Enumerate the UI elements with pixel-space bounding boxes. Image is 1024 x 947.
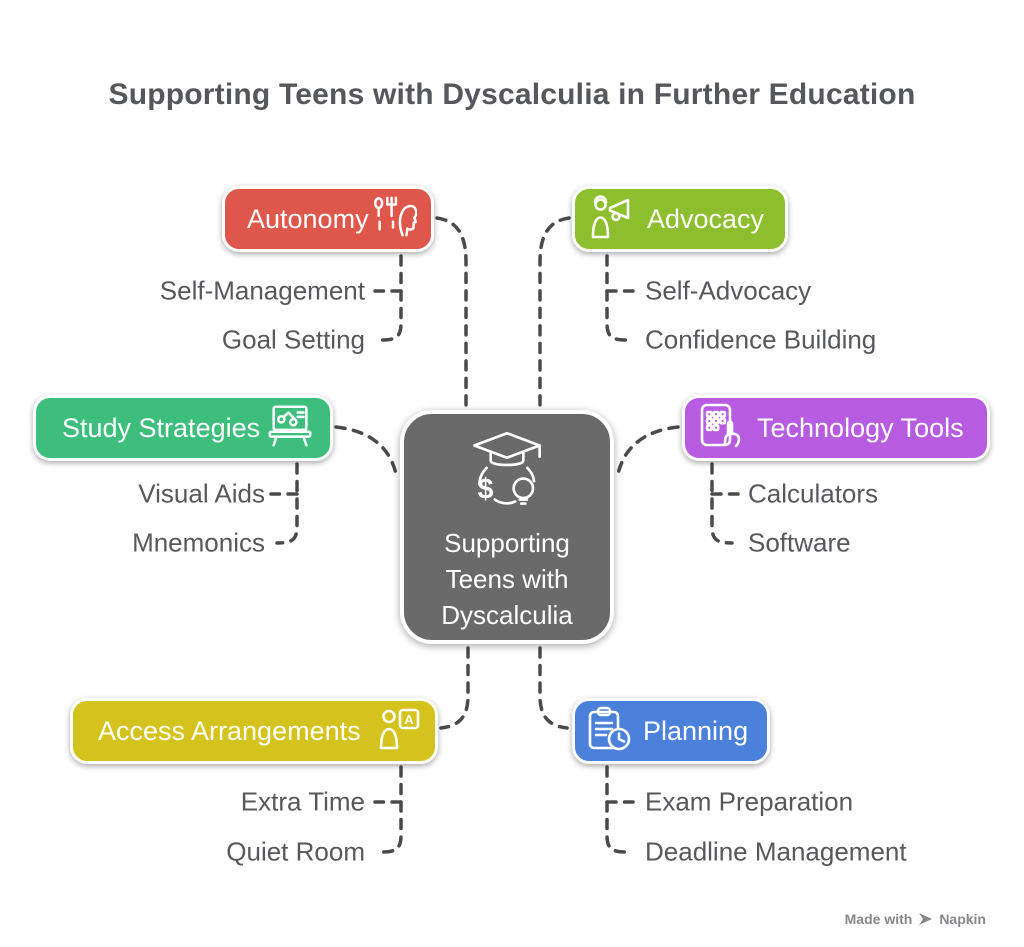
node-advocacy-label: Advocacy (647, 203, 765, 234)
dollar-glyph: $ (478, 474, 494, 506)
footer-credit: Made with Napkin (845, 911, 986, 927)
node-access-arrangements: Access Arrangements A (70, 698, 438, 764)
page-title: Supporting Teens with Dyscalculia in Fur… (108, 78, 916, 111)
link-center-access (439, 646, 470, 730)
node-autonomy: Autonomy (222, 186, 434, 252)
graduation-cap-dollar-bulb-icon: $ (456, 430, 558, 521)
node-technology-tools-label: Technology Tools (757, 412, 964, 443)
child-label-calculators: Calculators (748, 478, 879, 509)
child-label-extra-time: Extra Time (240, 786, 365, 817)
child-label-software: Software (748, 527, 851, 558)
link-tech-center (615, 425, 680, 481)
node-study-strategies-label: Study Strategies (62, 412, 261, 443)
link-study-center (334, 425, 399, 481)
center-node-label: Supporting Teens with Dyscalculia (441, 528, 573, 630)
center-node: $ Supporting Teens with Dyscalculia (400, 410, 614, 644)
link-planning-children (605, 765, 629, 854)
head-with-cutlery-icon (371, 195, 418, 244)
child-label-goal-setting: Goal Setting (221, 324, 365, 355)
link-advocacy-children (605, 254, 629, 342)
child-label-self-advocacy: Self-Advocacy (645, 275, 812, 306)
made-with-text: Made with (844, 911, 913, 927)
whiteboard-chart-icon (265, 404, 315, 453)
person-megaphone-icon (588, 194, 634, 244)
link-access-children (379, 765, 403, 854)
napkin-logo-icon (918, 912, 933, 926)
node-access-arrangements-label: Access Arrangements (98, 715, 361, 746)
node-technology-tools: Technology Tools (682, 395, 990, 461)
link-autonomy-children (379, 254, 403, 342)
link-autonomy-center (435, 216, 468, 408)
child-label-quiet-room: Quiet Room (226, 836, 365, 867)
node-planning-label: Planning (643, 715, 749, 746)
child-label-mnemonics: Mnemonics (132, 527, 265, 558)
letter-a-glyph: A (404, 712, 414, 727)
calculator-hand-icon (698, 403, 744, 454)
person-letter-board-icon: A (376, 708, 422, 755)
child-label-self-management: Self-Management (159, 275, 365, 306)
link-advocacy-center (538, 216, 571, 408)
clipboard-clock-icon (586, 706, 632, 757)
child-label-visual-aids: Visual Aids (138, 478, 265, 509)
node-advocacy: Advocacy (572, 186, 788, 252)
child-label-exam-preparation: Exam Preparation (645, 786, 854, 817)
link-tech-children (710, 462, 734, 545)
link-center-planning (538, 646, 569, 730)
node-autonomy-label: Autonomy (247, 203, 369, 234)
node-planning: Planning (572, 698, 770, 764)
link-study-children (275, 462, 299, 545)
child-label-deadline-management: Deadline Management (645, 836, 907, 867)
node-study-strategies: Study Strategies (33, 395, 333, 461)
child-label-confidence-building: Confidence Building (645, 324, 877, 355)
brand-name-text: Napkin (939, 911, 986, 927)
